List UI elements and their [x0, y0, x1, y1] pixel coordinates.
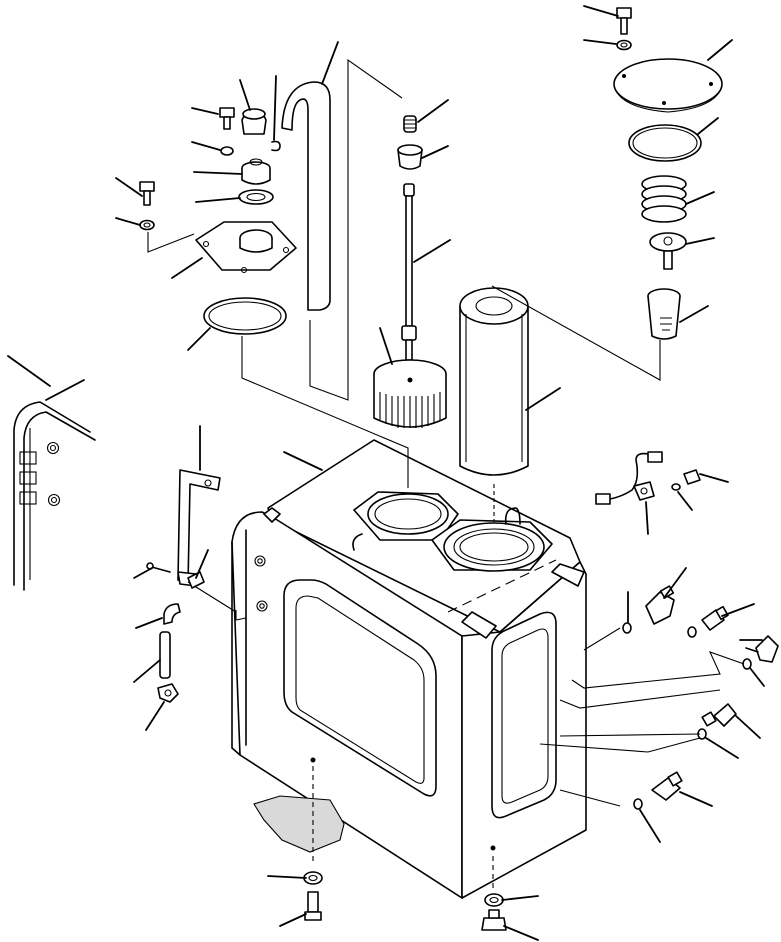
- leader-level-sensor: [645, 501, 649, 535]
- leader-drain-washer: [501, 895, 539, 901]
- leader-drain-plug: [503, 925, 539, 941]
- relief-valve: [649, 232, 687, 270]
- filter-guide-line: [491, 285, 661, 381]
- leader-vent-tube: [321, 41, 339, 85]
- filter-spring: [641, 175, 687, 223]
- leader-drain-hose: [133, 659, 161, 683]
- leader-sender-3: [735, 715, 761, 739]
- breather-packing: [238, 189, 274, 205]
- bracket-clamp: [187, 571, 205, 589]
- o-ring-2: [687, 626, 697, 638]
- return-filter-element: [459, 287, 529, 476]
- drain-washer: [484, 893, 504, 907]
- leader-tank: [283, 451, 323, 471]
- leader-cover-o-ring: [697, 117, 719, 135]
- leader-center-rod: [413, 239, 451, 263]
- leader-filter-strainer: [679, 305, 709, 323]
- flange-bolt: [139, 181, 155, 206]
- leader-breather-cap: [239, 79, 251, 111]
- sender-3: [701, 703, 737, 727]
- breather-clip: [271, 140, 281, 152]
- leader-flange-bolt: [115, 177, 143, 197]
- breather-washer: [220, 146, 234, 156]
- leader-drain-elbow: [135, 617, 163, 629]
- leader-bypass-valve: [421, 145, 449, 159]
- tank-bottom-shadow: [253, 795, 345, 853]
- leader-flange-washer: [115, 217, 141, 226]
- leader-return-filter: [525, 387, 561, 411]
- sender-2: [701, 605, 729, 631]
- leader-breather-packing: [195, 197, 241, 203]
- cover-washer: [616, 39, 632, 51]
- level-sensor: [595, 451, 663, 505]
- leader-breather-washer: [191, 141, 221, 151]
- leader-o-ring-4: [705, 737, 739, 759]
- leader-pressure-switch-1: [663, 567, 687, 599]
- filler-flange: [147, 221, 297, 274]
- breather-bolt: [219, 107, 235, 130]
- leader-cover-bolt: [583, 5, 619, 17]
- leader-bracket-bolt: [133, 567, 153, 579]
- hydraulic-tank: [231, 439, 587, 899]
- leader-bracket-clamp: [195, 549, 209, 579]
- leader-filter-spring: [685, 191, 715, 205]
- leader-o-ring-3: [749, 667, 765, 687]
- leader-o-ring-5: [639, 809, 661, 843]
- leader-sensor-bolt: [699, 473, 729, 483]
- leader-filler-flange: [171, 257, 203, 279]
- leader-bottom-washer: [267, 875, 307, 879]
- port-guide-lines: [539, 627, 745, 807]
- leader-side-cover: [7, 355, 51, 387]
- leader-bypass-spring: [417, 99, 449, 123]
- leader-side-cover-2: [45, 379, 85, 401]
- leader-breather-clip: [273, 75, 277, 141]
- o-ring-1: [622, 622, 632, 634]
- elbow-connector: [745, 635, 779, 663]
- bypass-valve: [397, 144, 423, 170]
- leader-flange-o-ring: [187, 327, 211, 351]
- sensor-bolt: [683, 469, 701, 485]
- tank-side-cover: [13, 401, 96, 591]
- flange-guide-line: [241, 336, 409, 488]
- vent-tube: [281, 58, 403, 401]
- callout-leaders: [7, 5, 765, 941]
- leader-pressure-switch-5: [679, 791, 713, 807]
- flange-washer: [139, 219, 155, 231]
- leader-drain-fitting: [145, 701, 165, 731]
- drain-elbow: [163, 603, 181, 625]
- leader-sender-2: [721, 603, 755, 617]
- drain-hose: [159, 631, 171, 679]
- cover-o-ring: [628, 124, 702, 162]
- drain-plug-fitting: [157, 683, 179, 703]
- leader-suction-strainer: [379, 327, 393, 365]
- breather-element: [241, 158, 271, 185]
- cover-bolt: [616, 7, 632, 35]
- suction-strainer: [373, 359, 447, 428]
- leader-sensor-washer: [677, 491, 693, 511]
- bottom-bolt: [304, 891, 322, 921]
- pressure-switch-5: [651, 771, 683, 801]
- leader-cover-washer: [583, 39, 617, 45]
- drain-plug: [481, 909, 507, 931]
- leader-bottom-bolt: [279, 913, 307, 927]
- center-rod: [401, 183, 417, 361]
- filter-strainer: [647, 288, 681, 340]
- flange-o-ring: [203, 297, 287, 335]
- leader-relief-valve: [685, 237, 715, 245]
- bypass-spring: [403, 115, 417, 133]
- sensor-washer: [671, 483, 681, 491]
- leader-filter-cover: [707, 39, 733, 61]
- leader-breather-element: [193, 171, 243, 175]
- o-ring-5: [633, 798, 643, 810]
- leader-breather-bolt: [191, 107, 219, 115]
- breather-cap: [241, 108, 267, 135]
- filter-cover: [613, 58, 723, 113]
